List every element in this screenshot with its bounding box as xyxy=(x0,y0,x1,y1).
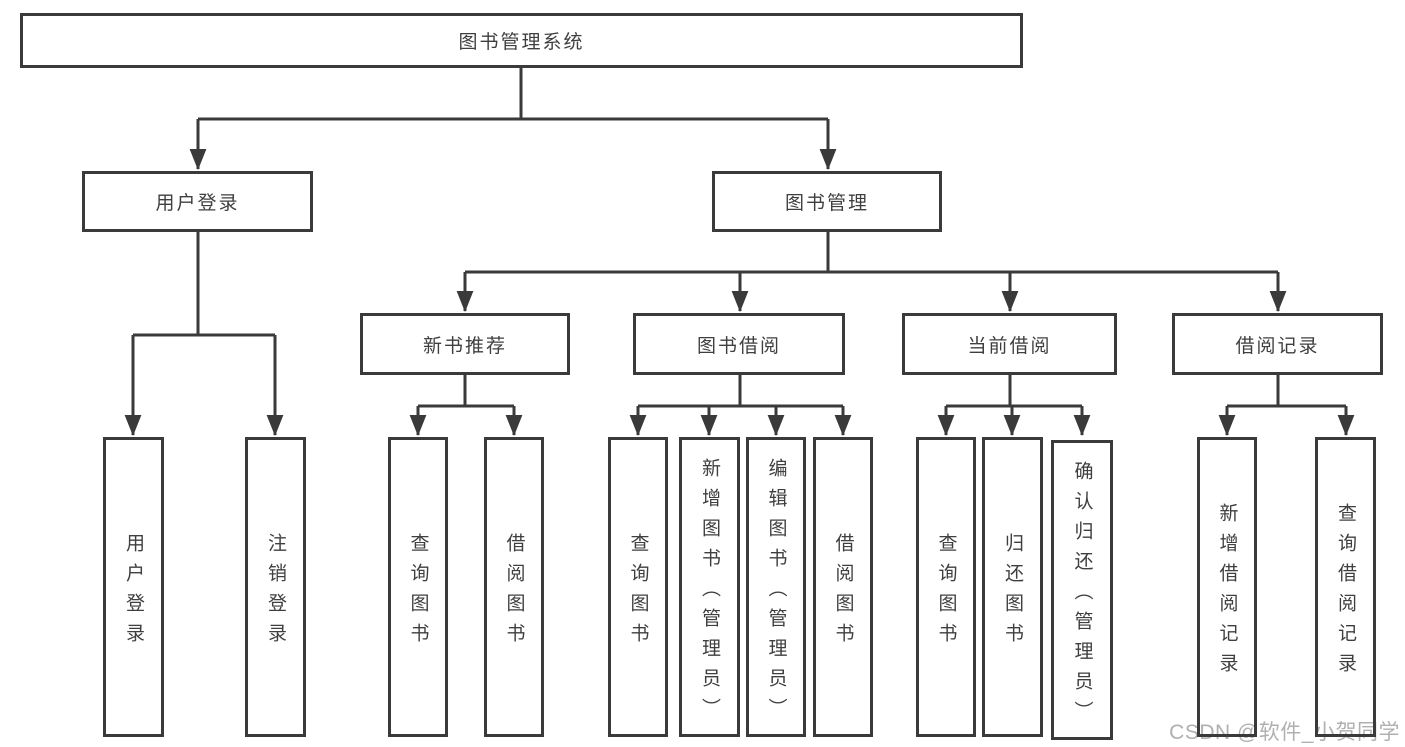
node-leaf-query-book-recommend: 查询图书 xyxy=(388,437,448,737)
node-label: 查询图书 xyxy=(627,532,649,653)
node-system-root: 图书管理系统 xyxy=(20,13,1023,68)
node-label: 归还图书 xyxy=(1002,532,1023,653)
node-leaf-add-book-admin: 新增图书（管理员） xyxy=(679,437,740,737)
node-label: 借阅记录 xyxy=(1235,335,1320,357)
node-label: 编辑图书（管理员） xyxy=(765,457,787,728)
node-label: 借阅图书 xyxy=(832,532,854,653)
node-label: 借阅图书 xyxy=(503,532,525,653)
node-label: 查询图书 xyxy=(407,532,429,653)
node-user-login: 用户登录 xyxy=(82,171,313,232)
connector-book-management-stem xyxy=(465,232,1278,274)
connector-borrowing-records-stem xyxy=(1227,375,1346,408)
connector-root-stem xyxy=(198,68,828,121)
node-label: 图书管理 xyxy=(784,193,869,214)
node-leaf-borrow-book-recommend: 借阅图书 xyxy=(484,437,544,737)
node-label: 新书推荐 xyxy=(422,335,507,357)
node-leaf-query-borrow-record: 查询借阅记录 xyxy=(1315,437,1376,737)
connector-current-borrowing-stem xyxy=(946,375,1082,408)
connector-new-book-recommend-stem xyxy=(418,375,514,408)
node-current-borrowing: 当前借阅 xyxy=(902,313,1117,375)
node-leaf-borrow-book-borrowing: 借阅图书 xyxy=(813,437,873,737)
node-leaf-return-book: 归还图书 xyxy=(982,437,1043,737)
node-label: 新增图书（管理员） xyxy=(699,457,720,728)
node-leaf-logout: 注销登录 xyxy=(245,437,306,737)
node-label: 注销登录 xyxy=(265,532,286,653)
node-label: 查询借阅记录 xyxy=(1335,502,1356,683)
connector-book-borrowing-stem xyxy=(638,375,843,408)
node-leaf-query-book-borrowing: 查询图书 xyxy=(608,437,668,737)
node-borrowing-records: 借阅记录 xyxy=(1172,313,1383,375)
node-label: 查询图书 xyxy=(935,532,957,653)
connector-user-login-stem xyxy=(133,232,275,337)
node-label: 用户登录 xyxy=(155,193,240,214)
node-book-management: 图书管理 xyxy=(712,171,942,232)
node-leaf-user-login: 用户登录 xyxy=(103,437,164,737)
node-leaf-edit-book-admin: 编辑图书（管理员） xyxy=(746,437,806,737)
node-label: 用户登录 xyxy=(123,532,144,653)
node-leaf-add-borrow-record: 新增借阅记录 xyxy=(1197,437,1257,737)
node-label: 图书借阅 xyxy=(696,335,781,357)
node-label: 当前借阅 xyxy=(967,335,1052,357)
node-new-book-recommend: 新书推荐 xyxy=(360,313,570,375)
node-label: 确认归还（管理员） xyxy=(1071,460,1093,731)
node-label: 图书管理系统 xyxy=(458,32,585,53)
node-leaf-confirm-return-admin: 确认归还（管理员） xyxy=(1051,440,1113,740)
node-book-borrowing: 图书借阅 xyxy=(633,313,845,375)
node-leaf-query-book-current: 查询图书 xyxy=(916,437,976,737)
node-label: 新增借阅记录 xyxy=(1216,502,1238,683)
